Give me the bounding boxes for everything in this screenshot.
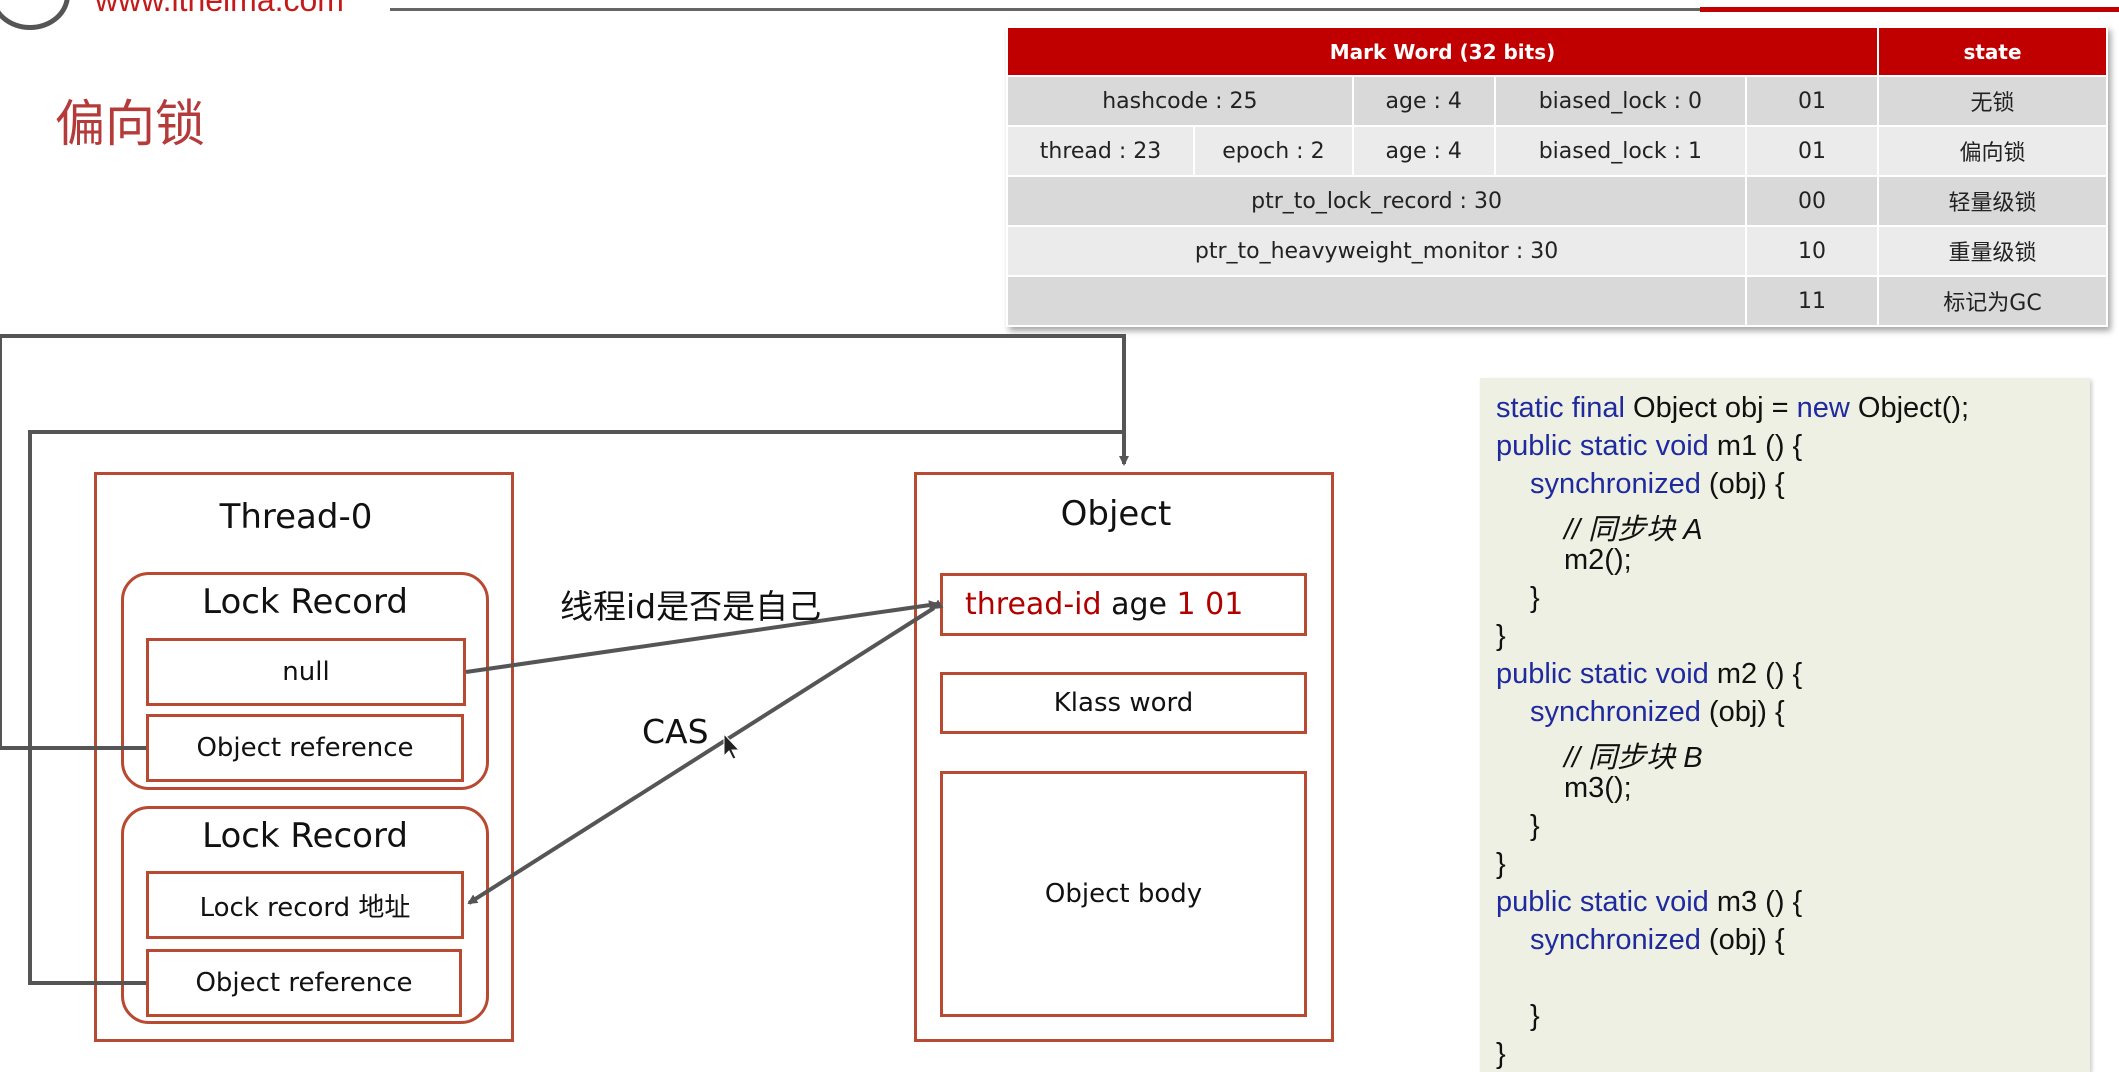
table-row: ptr_to_lock_record : 30 00 轻量级锁 xyxy=(1005,175,2108,227)
header-divider-accent xyxy=(1700,7,2119,12)
code-line: m2(); xyxy=(1564,544,1632,576)
table-cell: epoch : 2 xyxy=(1193,125,1354,177)
header-divider xyxy=(390,8,2119,11)
table-cell: ptr_to_heavyweight_monitor : 30 xyxy=(1005,225,1748,277)
table-cell: ptr_to_lock_record : 30 xyxy=(1005,175,1748,227)
mark-word-table: Mark Word (32 bits) state hashcode : 25 … xyxy=(1005,26,2108,327)
table-cell: 偏向锁 xyxy=(1877,125,2108,177)
object-ref-2-connector xyxy=(28,430,1124,985)
object-title: Object xyxy=(1060,494,1172,534)
code-line: } xyxy=(1496,620,1506,652)
mark-word-header: Mark Word (32 bits) xyxy=(1006,26,1879,77)
table-cell xyxy=(1005,275,1748,327)
table-cell: 轻量级锁 xyxy=(1877,175,2108,227)
lock-record-2-title: Lock Record xyxy=(202,816,408,856)
code-line: static final Object obj = new Object(); xyxy=(1496,392,1970,424)
table-cell: 01 xyxy=(1745,75,1879,127)
cas-label: CAS xyxy=(642,712,709,751)
table-cell: age : 4 xyxy=(1351,75,1496,127)
object-body: Object body xyxy=(940,771,1307,1017)
thread-id-field: thread-id xyxy=(965,587,1102,622)
code-line: public static void m3 () { xyxy=(1496,886,1803,918)
cursor-icon xyxy=(723,732,741,760)
table-cell: 重量级锁 xyxy=(1877,225,2108,277)
code-line: } xyxy=(1530,1000,1540,1032)
code-line: m3(); xyxy=(1564,772,1632,804)
table-cell: 11 xyxy=(1745,275,1879,327)
state-header: state xyxy=(1877,26,2108,77)
table-cell: age : 4 xyxy=(1351,125,1496,177)
code-line: public static void m2 () { xyxy=(1496,658,1803,690)
code-line: } xyxy=(1530,810,1540,842)
code-line: } xyxy=(1530,582,1540,614)
table-row: 11 标记为GC xyxy=(1005,275,2108,327)
code-line: } xyxy=(1496,1038,1506,1070)
table-row: thread : 23 epoch : 2 age : 4 biased_loc… xyxy=(1005,125,2108,177)
age-field: age xyxy=(1111,587,1167,622)
code-comment: // 同步块 A xyxy=(1564,514,1703,546)
table-row: ptr_to_heavyweight_monitor : 30 10 重量级锁 xyxy=(1005,225,2108,277)
code-line: synchronized (obj) { xyxy=(1530,468,1785,500)
thread-title: Thread-0 xyxy=(219,497,373,537)
lock-record-1-title: Lock Record xyxy=(202,582,408,622)
table-cell: 01 xyxy=(1745,125,1879,177)
code-line: public static void m1 () { xyxy=(1496,430,1803,462)
thread-id-check-label: 线程id是否是自己 xyxy=(560,587,822,626)
code-comment: // 同步块 B xyxy=(1564,742,1703,774)
table-cell: biased_lock : 1 xyxy=(1493,125,1748,177)
table-cell: 标记为GC xyxy=(1877,275,2108,327)
table-row: hashcode : 25 age : 4 biased_lock : 0 01… xyxy=(1006,75,2108,127)
table-cell: 10 xyxy=(1745,225,1879,277)
lock-bits-field: 1 01 xyxy=(1176,587,1244,622)
table-cell: biased_lock : 0 xyxy=(1493,75,1748,127)
code-line: synchronized (obj) { xyxy=(1530,924,1785,956)
code-line: synchronized (obj) { xyxy=(1530,696,1785,728)
lock-record-1-object-reference: Object reference xyxy=(146,714,464,782)
page-title: 偏向锁 xyxy=(55,95,205,153)
lock-record-2-address-slot: Lock record 地址 xyxy=(146,871,464,939)
logo-url: www.itheima.com xyxy=(95,0,344,18)
klass-word: Klass word xyxy=(940,672,1307,734)
table-cell: 00 xyxy=(1745,175,1879,227)
code-panel: static final Object obj = new Object(); … xyxy=(1480,378,2090,1072)
lock-record-1-null-slot: null xyxy=(146,638,466,706)
code-line: } xyxy=(1496,848,1506,880)
table-cell: hashcode : 25 xyxy=(1006,75,1354,127)
table-cell: 无锁 xyxy=(1877,75,2108,127)
lock-record-2-object-reference: Object reference xyxy=(146,949,462,1017)
object-ref-1-connector xyxy=(0,334,1129,750)
table-cell: thread : 23 xyxy=(1005,125,1196,177)
cas-arrow xyxy=(467,599,944,905)
